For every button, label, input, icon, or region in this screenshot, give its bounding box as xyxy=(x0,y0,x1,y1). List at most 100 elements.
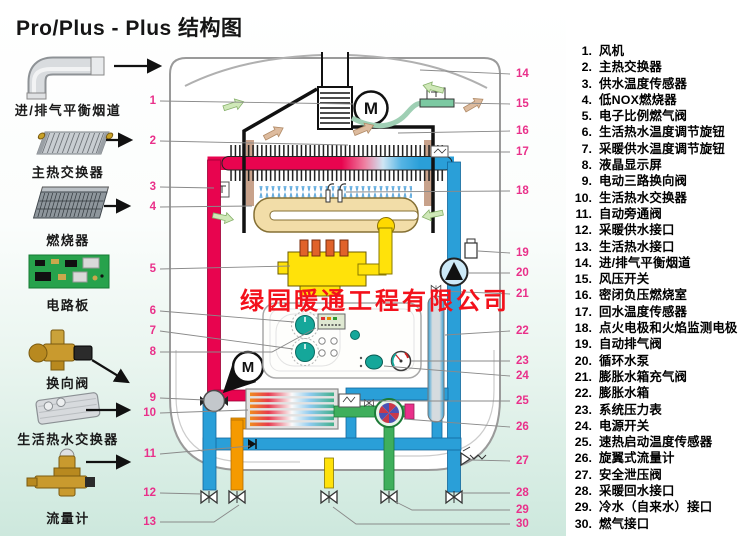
callout-number: 4 xyxy=(149,201,156,213)
callout-number: 21 xyxy=(516,288,529,300)
ch-supply-connection-pipe xyxy=(202,403,217,491)
flue-duct xyxy=(184,52,488,89)
power-switch[interactable] xyxy=(359,354,383,370)
panel-indicator xyxy=(350,330,360,340)
callout-number: 26 xyxy=(516,421,529,433)
dhw-heat-exchanger xyxy=(245,388,339,430)
ch-return-connection xyxy=(445,490,463,504)
legend-item: 18.点火电极和火焰监测电极 xyxy=(574,321,738,336)
ch-temp-knob[interactable] xyxy=(295,342,315,362)
legend-item: 20.循环水泵 xyxy=(574,353,650,368)
fan-assembly: M xyxy=(317,86,425,130)
callout-number: 16 xyxy=(516,125,529,137)
callout-number: 5 xyxy=(149,263,156,275)
return-temp-sensor xyxy=(430,145,449,158)
arrow-icon xyxy=(91,359,130,384)
callout-number: 17 xyxy=(516,146,529,158)
callout-number: 13 xyxy=(143,516,156,528)
ch-supply-connection xyxy=(200,490,218,504)
callout-number: 28 xyxy=(516,487,529,499)
legend-item: 8.液晶显示屏 xyxy=(581,158,662,173)
burner xyxy=(253,197,419,235)
callout-number: 18 xyxy=(516,185,529,197)
component-arrows xyxy=(86,58,163,470)
component-label: 燃烧器 xyxy=(46,233,90,248)
gas-valve xyxy=(277,227,393,297)
legend-item: 23.系统压力表 xyxy=(574,402,662,417)
legend-item: 3.供水温度传感器 xyxy=(581,76,688,91)
legend-item: 14.进/排气平衡烟道 xyxy=(574,255,691,270)
legend-item: 30.燃气接口 xyxy=(574,516,650,531)
callout-number: 3 xyxy=(149,181,156,193)
component-burner xyxy=(6,180,136,226)
component-label: 流量计 xyxy=(46,511,90,526)
gas-connection-pipe xyxy=(324,457,334,489)
flow-meter xyxy=(374,398,404,428)
circuit-board-photo xyxy=(6,252,136,292)
legend-item: 19.自动排气阀 xyxy=(574,337,662,352)
hx-fins-top xyxy=(228,145,444,157)
main-heat-exchanger xyxy=(221,156,453,171)
main-hx-photo xyxy=(6,124,136,164)
component-label: 电路板 xyxy=(46,298,90,313)
callout-number: 14 xyxy=(516,68,529,80)
gas-riser-pipe xyxy=(378,227,393,275)
auto-air-vent xyxy=(464,238,478,259)
callout-number: 12 xyxy=(143,487,156,499)
callout-number: 10 xyxy=(143,407,156,419)
component-diverter-valve xyxy=(6,326,136,374)
watermark: 绿园暖通工程有限公司 xyxy=(240,288,510,315)
legend-item: 7.采暖供水温度调节旋钮 xyxy=(581,141,725,156)
legend-item: 2.主热交换器 xyxy=(581,60,662,75)
legend-item: 25.速热启动温度传感器 xyxy=(574,435,713,450)
callout-number: 22 xyxy=(516,325,529,337)
legend-item: 21.膨胀水箱充气阀 xyxy=(574,369,688,384)
component-label: 主热交换器 xyxy=(31,165,105,180)
legend-item: 4.低NOX燃烧器 xyxy=(581,92,677,107)
component-flow-meter xyxy=(6,444,136,506)
callout-number: 6 xyxy=(149,305,156,317)
legend-item: 17.回水温度传感器 xyxy=(574,304,688,319)
hx-fins-bottom xyxy=(228,169,444,181)
cold-water-connection xyxy=(380,490,398,504)
legend-item: 10.生活热水交换器 xyxy=(574,190,688,205)
callout-number: 23 xyxy=(516,355,529,367)
component-pcb xyxy=(6,252,136,292)
diverter-valve xyxy=(200,389,228,413)
gas-connection xyxy=(320,490,338,504)
legend-item: 13.生活热水接口 xyxy=(574,239,675,254)
component-flue-elbow xyxy=(6,54,136,100)
control-panel xyxy=(262,302,422,379)
component-dhw-hx xyxy=(6,384,136,428)
component-label: 换向阀 xyxy=(46,376,90,391)
fan-motor-label: M xyxy=(364,99,378,118)
diverter-motor-label: M xyxy=(242,359,255,376)
callout-number: 27 xyxy=(516,455,529,467)
pressure-gauge xyxy=(390,350,412,372)
circulation-pump xyxy=(439,257,469,287)
legend-item: 26.旋翼式流量计 xyxy=(574,451,675,466)
callout-number: 20 xyxy=(516,267,529,279)
callout-number: 15 xyxy=(516,98,529,110)
burner-photo xyxy=(6,180,136,226)
callout-lines xyxy=(159,69,511,525)
diverter-valve-photo xyxy=(6,326,136,374)
legend-item: 22.膨胀水箱 xyxy=(574,386,650,401)
burner-flames xyxy=(258,186,412,198)
callout-number: 8 xyxy=(149,346,156,358)
callout-number: 7 xyxy=(149,325,156,337)
component-label: 生活热水交换器 xyxy=(17,432,119,447)
callout-number: 30 xyxy=(516,518,529,530)
legend-item: 9.电动三路换向阀 xyxy=(581,174,688,189)
callout-number: 11 xyxy=(143,448,156,460)
lcd-display xyxy=(317,313,346,330)
callout-number: 29 xyxy=(516,504,529,516)
expansion-tank xyxy=(427,285,445,423)
flow-meter-photo xyxy=(6,444,136,506)
panel-buttons[interactable] xyxy=(318,337,338,357)
legend-item: 15.风压开关 xyxy=(574,272,650,287)
legend-item: 27.安全泄压阀 xyxy=(574,467,662,482)
legend-item: 5.电子比例燃气阀 xyxy=(581,109,688,124)
